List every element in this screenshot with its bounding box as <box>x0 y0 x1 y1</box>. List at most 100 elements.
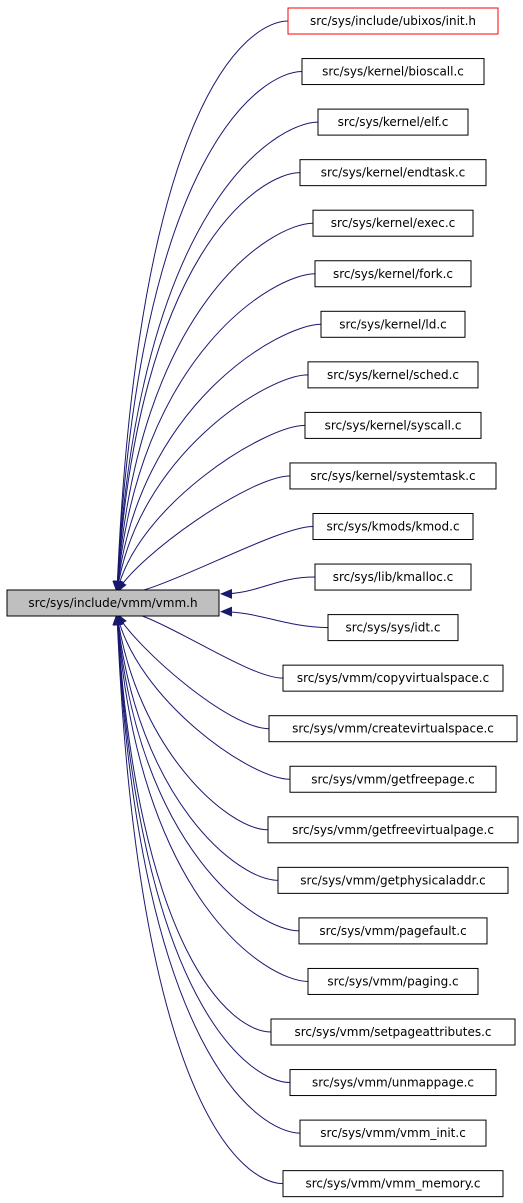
dependency-edge <box>113 613 279 881</box>
dependency-edge <box>116 526 314 603</box>
dependency-edge <box>113 374 309 593</box>
graph-node-label: src/sys/kernel/bioscall.c <box>322 65 464 79</box>
graph-node-label: src/sys/vmm/unmappage.c <box>312 1076 474 1090</box>
graph-node-box <box>298 917 488 945</box>
graph-nodes: src/sys/include/ubixos/init.h src/sys/ker… <box>267 7 519 1198</box>
graph-node-box <box>282 664 504 692</box>
dependency-edge <box>112 71 303 593</box>
graph-node[interactable]: src/sys/sys/idt.c <box>327 614 459 642</box>
graph-node[interactable]: src/sys/vmm/pagefault.c <box>298 917 488 945</box>
graph-node-box <box>314 260 472 288</box>
graph-node-box <box>289 765 497 793</box>
dependency-edge <box>112 613 309 982</box>
graph-node-label: src/sys/kernel/systemtask.c <box>310 469 475 483</box>
dependency-edge <box>116 475 291 593</box>
dependency-edge <box>112 613 291 1084</box>
dependency-edge <box>112 613 300 932</box>
graph-node-label: src/sys/vmm/getfreevirtualpage.c <box>292 823 494 837</box>
graph-node[interactable]: src/sys/kernel/syscall.c <box>304 411 482 439</box>
graph-node[interactable]: src/sys/vmm/vmm_memory.c <box>282 1170 504 1198</box>
graph-node-label: src/sys/sys/idt.c <box>346 621 441 635</box>
dependency-edge <box>220 576 316 599</box>
graph-node[interactable]: src/sys/kernel/fork.c <box>314 260 472 288</box>
graph-node-label: src/sys/kmods/kmod.c <box>326 520 459 534</box>
dependency-edge <box>113 613 269 831</box>
graph-node-box <box>307 361 479 389</box>
graph-node[interactable]: src/sys/vmm/createvirtualspace.c <box>268 715 518 743</box>
graph-node-label: src/sys/lib/kmalloc.c <box>333 570 454 584</box>
dependency-edge <box>114 424 306 593</box>
graph-node[interactable]: src/sys/lib/kmalloc.c <box>314 563 472 591</box>
graph-node-box <box>287 7 499 35</box>
graph-node-box <box>268 715 518 743</box>
graph-node-box <box>317 108 469 136</box>
graph-node-box <box>327 614 459 642</box>
graph-node-box <box>320 310 466 338</box>
graph-node-label: src/sys/kernel/sched.c <box>327 368 459 382</box>
graph-node[interactable]: src/sys/vmm/copyvirtualspace.c <box>282 664 504 692</box>
graph-node-label: src/sys/kernel/fork.c <box>333 267 453 281</box>
graph-node[interactable]: src/sys/vmm/paging.c <box>307 967 479 995</box>
graph-node[interactable]: src/sys/include/ubixos/init.h <box>287 7 499 35</box>
graph-node-label: src/sys/vmm/vmm_memory.c <box>305 1177 480 1191</box>
graph-node-box <box>314 563 472 591</box>
graph-node-box <box>304 411 482 439</box>
graph-node[interactable]: src/sys/vmm/getphysicaladdr.c <box>277 866 509 894</box>
graph-node-box <box>312 513 474 540</box>
root-node-label: src/sys/include/vmm/vmm.h <box>28 596 197 610</box>
graph-node-label: src/sys/vmm/getfreepage.c <box>311 772 474 786</box>
graph-node[interactable]: src/sys/kmods/kmod.c <box>312 513 474 540</box>
graph-node[interactable]: src/sys/vmm/vmm_init.c <box>299 1119 487 1147</box>
graph-node-box <box>289 462 497 490</box>
graph-node-box <box>277 866 509 894</box>
graph-node[interactable]: src/sys/vmm/getfreevirtualpage.c <box>267 816 519 844</box>
graph-node-label: src/sys/kernel/syscall.c <box>325 418 462 432</box>
graph-node[interactable]: src/sys/kernel/sched.c <box>307 361 479 389</box>
graph-node-label: src/sys/vmm/getphysicaladdr.c <box>300 873 485 887</box>
dependency-edge <box>116 613 270 730</box>
graph-node[interactable]: src/sys/kernel/bioscall.c <box>301 58 485 86</box>
graph-node-label: src/sys/kernel/exec.c <box>331 216 456 230</box>
dependency-edge <box>112 121 319 593</box>
graph-node-box <box>312 209 474 237</box>
dependency-edge <box>112 222 314 593</box>
graph-node-box <box>267 816 519 844</box>
dependency-edge <box>112 20 289 593</box>
graph-node-label: src/sys/vmm/setpageattributes.c <box>294 1025 491 1039</box>
graph-node-box <box>289 1069 497 1097</box>
graph-node-box <box>282 1170 504 1198</box>
dependency-edge <box>114 613 291 780</box>
graph-node-label: src/sys/include/ubixos/init.h <box>310 14 476 28</box>
dependency-edge <box>113 323 322 593</box>
dependency-edge <box>112 613 301 1134</box>
graph-node-label: src/sys/vmm/createvirtualspace.c <box>292 722 494 736</box>
graph-node-box <box>301 58 485 86</box>
graph-node[interactable]: src/sys/kernel/systemtask.c <box>289 462 497 490</box>
root-node-box <box>6 589 220 617</box>
graph-node[interactable]: src/sys/vmm/getfreepage.c <box>289 765 497 793</box>
graph-node[interactable]: src/sys/kernel/exec.c <box>312 209 474 237</box>
graph-node-label: src/sys/vmm/pagefault.c <box>319 924 466 938</box>
graph-node-label: src/sys/vmm/vmm_init.c <box>320 1126 466 1140</box>
graph-node[interactable]: src/sys/kernel/ld.c <box>320 310 466 338</box>
graph-node-box <box>299 159 487 187</box>
dependency-edge <box>112 273 316 593</box>
graph-node[interactable]: src/sys/kernel/elf.c <box>317 108 469 136</box>
graph-node[interactable]: src/sys/vmm/unmappage.c <box>289 1069 497 1097</box>
graph-node-box <box>270 1018 516 1046</box>
graph-node-label: src/sys/vmm/paging.c <box>327 974 458 988</box>
graph-node-box <box>307 967 479 995</box>
dependency-edge <box>112 613 284 1185</box>
graph-node[interactable]: src/sys/kernel/endtask.c <box>299 159 487 187</box>
dependency-edge <box>112 172 301 593</box>
graph-node-label: src/sys/kernel/ld.c <box>339 317 447 331</box>
dependency-edge <box>112 613 272 1033</box>
graph-node-label: src/sys/kernel/elf.c <box>338 115 449 129</box>
graph-node-label: src/sys/vmm/copyvirtualspace.c <box>297 671 489 685</box>
root-node[interactable]: src/sys/include/vmm/vmm.h <box>6 589 220 617</box>
graph-node-box <box>299 1119 487 1147</box>
graph-node[interactable]: src/sys/vmm/setpageattributes.c <box>270 1018 516 1046</box>
graph-node-label: src/sys/kernel/endtask.c <box>321 166 465 180</box>
dependency-edge <box>220 606 329 629</box>
